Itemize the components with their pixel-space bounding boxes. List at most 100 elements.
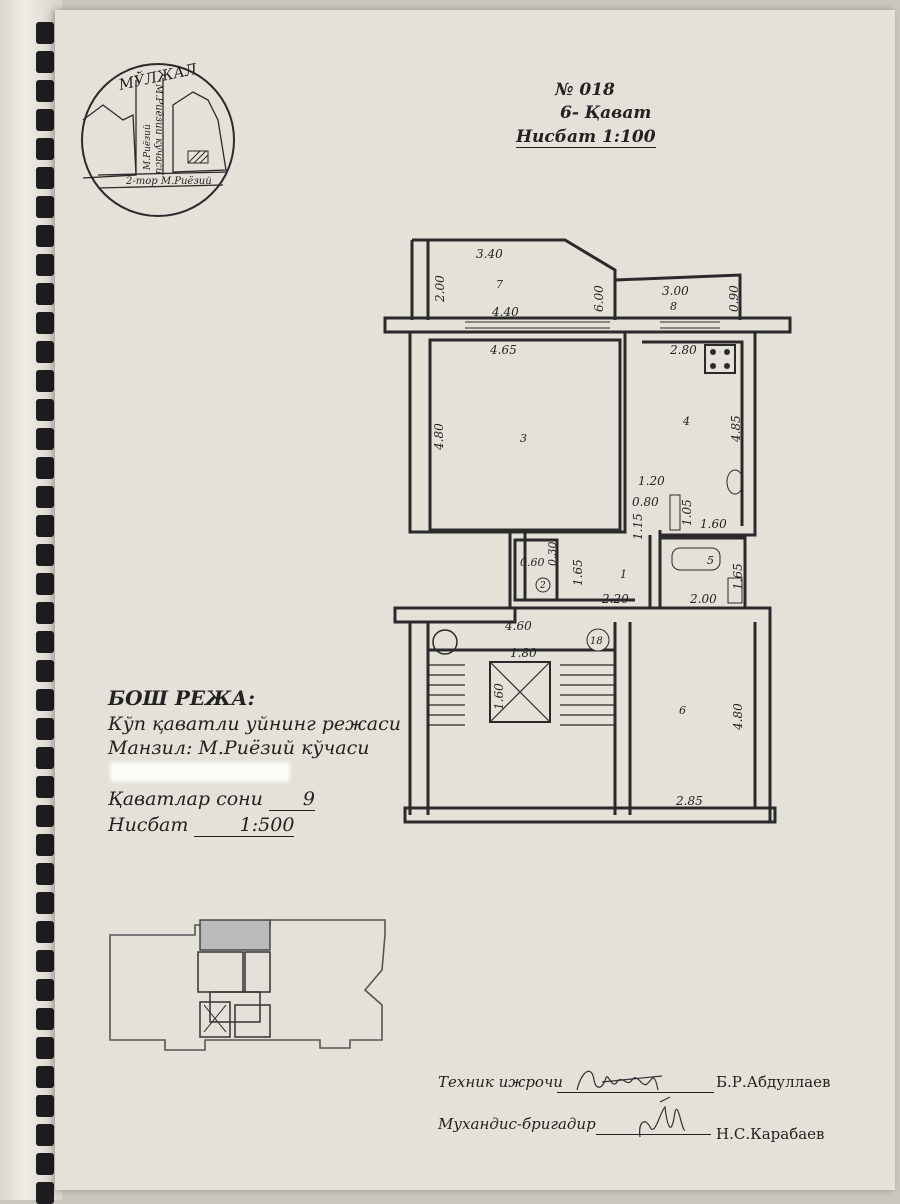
apartment-number: 18 xyxy=(590,636,603,647)
binding-ring xyxy=(36,921,54,943)
room-number-1: 1 xyxy=(620,568,627,581)
dim-label: 1.05 xyxy=(680,499,694,526)
binding-ring xyxy=(36,776,54,798)
logo-street-left: М.Риёзий xyxy=(143,124,153,171)
binding-ring xyxy=(36,225,54,247)
binding-ring xyxy=(36,863,54,885)
binding-ring xyxy=(36,80,54,102)
room-number-6: 6 xyxy=(679,704,686,717)
room-number-2: 2 xyxy=(539,581,546,591)
tech-signature xyxy=(576,1070,663,1091)
dim-label: 1.65 xyxy=(731,563,745,590)
logo-street-vertical: М.Риёзий кўчаси xyxy=(153,83,164,174)
binding-ring xyxy=(36,718,54,740)
tech-label: Техник ижрочи xyxy=(438,1073,563,1091)
binding-ring xyxy=(36,1153,54,1175)
document-number: № 018 xyxy=(555,80,615,100)
dim-label: 2.85 xyxy=(675,794,703,808)
tech-name: Б.Р.Абдуллаев xyxy=(716,1073,831,1091)
dim-label: 0.60 xyxy=(520,556,545,569)
engineer-name: Н.С.Карабаев xyxy=(716,1125,825,1143)
scale-label: Нисбат xyxy=(108,814,189,836)
binding-ring xyxy=(36,51,54,73)
engineer-label: Мухандис-бригадир xyxy=(438,1115,596,1133)
binding-ring xyxy=(36,747,54,769)
dim-label: 4.80 xyxy=(731,703,745,731)
binding-ring xyxy=(36,196,54,218)
binding-ring xyxy=(36,573,54,595)
binding-ring xyxy=(36,805,54,827)
binding-ring xyxy=(36,399,54,421)
dim-label: 0.30 xyxy=(546,542,559,567)
binding-ring xyxy=(36,428,54,450)
binding-ring xyxy=(36,1066,54,1088)
dim-label: 1.60 xyxy=(700,517,727,531)
dim-label: 0.80 xyxy=(632,495,659,509)
dim-label: 1.80 xyxy=(510,646,537,660)
tech-signature-line xyxy=(557,1092,714,1093)
binding-ring xyxy=(36,457,54,479)
binding-ring xyxy=(36,486,54,508)
dim-label: 0.90 xyxy=(727,285,741,312)
binding-ring xyxy=(36,689,54,711)
scale-value: 1:500 xyxy=(194,814,295,837)
dim-label: 3.40 xyxy=(476,247,503,261)
dim-label: 4.60 xyxy=(504,619,532,633)
binding-ring xyxy=(36,892,54,914)
engineer-signature-line xyxy=(596,1134,711,1135)
binding-ring xyxy=(36,167,54,189)
binding-ring xyxy=(36,109,54,131)
engineer-signature xyxy=(639,1096,686,1138)
redacted-area xyxy=(110,762,290,782)
room-number-7: 7 xyxy=(496,278,503,291)
binding-ring xyxy=(36,602,54,624)
dim-label: 2.00 xyxy=(433,275,447,303)
dim-label: 4.85 xyxy=(729,415,743,443)
dim-label: 4.65 xyxy=(489,343,517,357)
binding-ring xyxy=(36,544,54,566)
floor-plan: 7 8 3 4 1 2 5 6 18 3.40 2.00 6.00 3.00 0… xyxy=(383,238,792,824)
binding-ring xyxy=(36,1008,54,1030)
floors-row: Қаватлар сони 9 xyxy=(108,788,315,811)
binding-ring xyxy=(36,22,54,44)
location-logo: МЎЛЖАЛ М.Риёзий кўчаси М.Риёзий 2-тор М.… xyxy=(81,60,235,217)
info-title: БОШ РЕЖА: xyxy=(108,686,256,710)
info-description: Кўп қаватли уйнинг режаси xyxy=(108,713,401,735)
dim-label: 1.15 xyxy=(631,513,645,540)
binding-ring xyxy=(36,341,54,363)
site-plan xyxy=(109,919,386,1051)
dim-label: 2.20 xyxy=(601,592,629,606)
floor-label: 6- Қават xyxy=(560,103,652,123)
logo-street-bottom: 2-тор М.Риёзий xyxy=(125,176,212,187)
binding-ring xyxy=(36,254,54,276)
binding-ring xyxy=(36,1095,54,1117)
binding-ring xyxy=(36,660,54,682)
dim-label: 6.00 xyxy=(592,285,606,312)
room-number-8: 8 xyxy=(670,300,677,313)
binding-ring xyxy=(36,515,54,537)
floors-label: Қаватлар сони xyxy=(108,788,263,810)
dim-label: 1.60 xyxy=(492,683,506,710)
floors-value: 9 xyxy=(268,788,315,811)
plan-scale: Нисбат 1:100 xyxy=(516,127,656,148)
dim-label: 3.00 xyxy=(662,284,689,298)
binding-ring xyxy=(36,1037,54,1059)
binding-ring xyxy=(36,979,54,1001)
binding-ring xyxy=(36,312,54,334)
dim-label: 1.65 xyxy=(571,559,585,586)
binding-ring xyxy=(36,631,54,653)
binding-ring xyxy=(36,834,54,856)
dim-label: 2.00 xyxy=(689,592,717,606)
binding-ring xyxy=(36,370,54,392)
dim-label: 4.40 xyxy=(491,305,519,319)
room-number-3: 3 xyxy=(520,432,527,445)
dim-label: 1.20 xyxy=(638,474,665,488)
info-address: Манзил: М.Риёзий кўчаси xyxy=(108,737,370,759)
binding-ring xyxy=(36,1124,54,1146)
room-number-5: 5 xyxy=(707,554,714,567)
room-number-4: 4 xyxy=(682,415,690,428)
dim-label: 4.80 xyxy=(432,423,446,451)
binding-ring xyxy=(36,950,54,972)
binding-ring xyxy=(36,138,54,160)
dim-label: 2.80 xyxy=(669,343,697,357)
